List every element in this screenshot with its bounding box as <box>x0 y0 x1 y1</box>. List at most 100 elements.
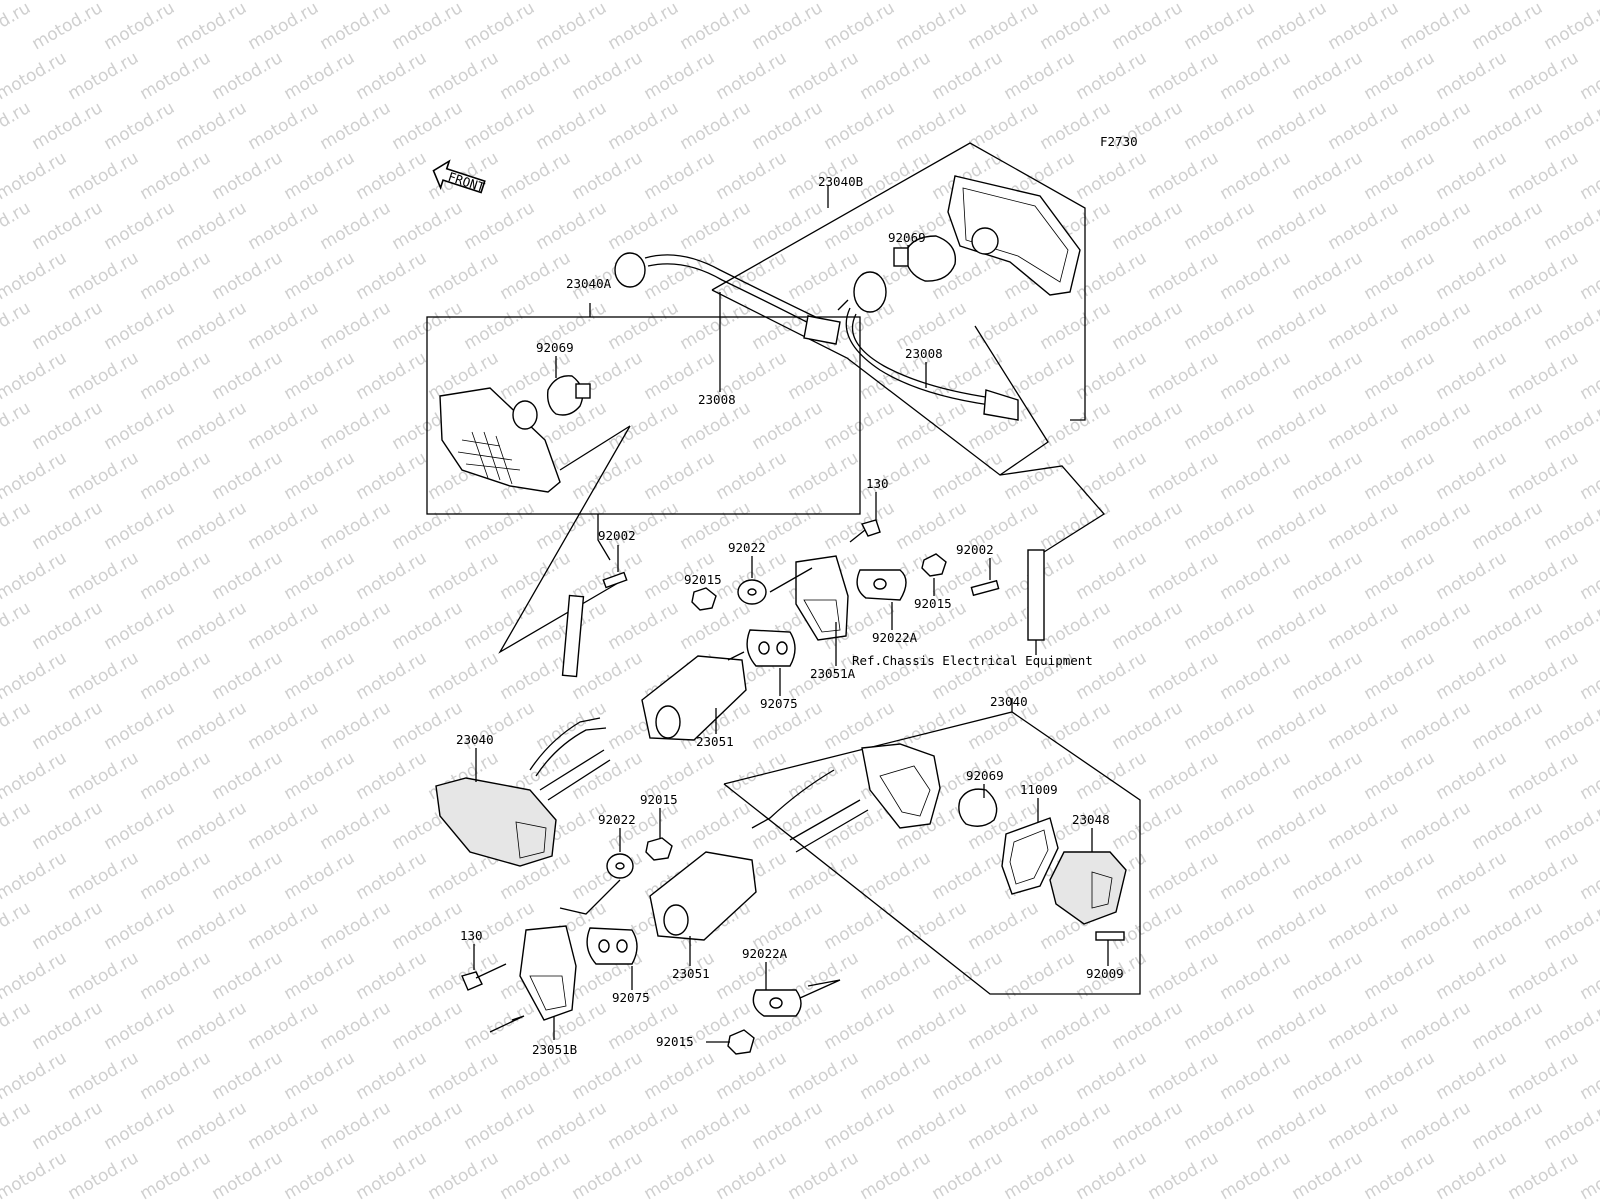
watermark-text: motod.ru <box>1361 148 1439 204</box>
watermark-text: motod.ru <box>1361 348 1439 404</box>
watermark-text: motod.ru <box>533 98 611 154</box>
watermark-text: motod.ru <box>1109 998 1187 1054</box>
watermark-text: motod.ru <box>1289 548 1367 604</box>
watermark-text: motod.ru <box>1469 598 1547 654</box>
watermark-text: motod.ru <box>209 848 287 904</box>
watermark-text: motod.ru <box>677 1098 755 1154</box>
watermark-text: motod.ru <box>533 1098 611 1154</box>
plate-92022A-low <box>752 989 802 1017</box>
watermark-text: motod.ru <box>1325 1098 1403 1154</box>
watermark-text: motod.ru <box>1361 248 1439 304</box>
watermark-text: motod.ru <box>1217 248 1295 304</box>
watermark-text: motod.ru <box>1073 248 1151 304</box>
watermark-text: motod.ru <box>569 1048 647 1104</box>
watermark-text: motod.ru <box>1145 248 1223 304</box>
watermark-text: motod.ru <box>1109 198 1187 254</box>
watermark-text: motod.ru <box>101 1098 179 1154</box>
watermark-text: motod.ru <box>1433 448 1511 504</box>
watermark-text: motod.ru <box>1469 998 1547 1054</box>
label-92015-mid: 92015 <box>684 572 722 587</box>
watermark-text: motod.ru <box>0 648 70 704</box>
watermark-text: motod.ru <box>785 1148 863 1200</box>
watermark-text: motod.ru <box>173 98 251 154</box>
watermark-text: motod.ru <box>1253 98 1331 154</box>
bulb-icon <box>546 375 591 416</box>
group-23040B <box>711 142 1086 476</box>
watermark-text: motod.ru <box>1289 1048 1367 1104</box>
watermark-text: motod.ru <box>101 398 179 454</box>
watermark-text: motod.ru <box>1541 798 1600 854</box>
watermark-text: motod.ru <box>1145 1148 1223 1200</box>
watermark-text: motod.ru <box>389 98 467 154</box>
watermark-text: motod.ru <box>173 298 251 354</box>
watermark-text: motod.ru <box>1253 1098 1331 1154</box>
watermark-text: motod.ru <box>1397 498 1475 554</box>
watermark-text: motod.ru <box>1325 998 1403 1054</box>
watermark-text: motod.ru <box>1577 1148 1600 1200</box>
watermark-text: motod.ru <box>1397 0 1475 54</box>
cover-23051-low <box>649 851 757 941</box>
watermark-text: motod.ru <box>1181 198 1259 254</box>
watermark-text: motod.ru <box>1181 1098 1259 1154</box>
watermark-text: motod.ru <box>1181 98 1259 154</box>
watermark-text: motod.ru <box>1145 348 1223 404</box>
socket-wire <box>837 271 1019 421</box>
label-23040-left: 23040 <box>456 732 494 747</box>
watermark-text: motod.ru <box>353 248 431 304</box>
watermark-text: motod.ru <box>173 398 251 454</box>
watermark-text: motod.ru <box>1289 48 1367 104</box>
watermark-text: motod.ru <box>281 248 359 304</box>
watermark-text: motod.ru <box>533 698 611 754</box>
watermark-text: motod.ru <box>0 0 70 4</box>
watermark-text: motod.ru <box>65 448 143 504</box>
watermark-text: motod.ru <box>929 848 1007 904</box>
watermark-text: motod.ru <box>1577 448 1600 504</box>
watermark-text: motod.ru <box>245 898 323 954</box>
watermark-text: motod.ru <box>1145 448 1223 504</box>
watermark-text: motod.ru <box>1577 548 1600 604</box>
bolt-130 <box>849 519 881 543</box>
watermark-text: motod.ru <box>1289 648 1367 704</box>
watermark-text: motod.ru <box>1577 248 1600 304</box>
watermark-text: motod.ru <box>65 1148 143 1200</box>
watermark-text: motod.ru <box>1469 498 1547 554</box>
watermark-text: motod.ru <box>389 198 467 254</box>
watermark-text: motod.ru <box>29 498 107 554</box>
watermark-text: motod.ru <box>605 598 683 654</box>
watermark-text: motod.ru <box>461 98 539 154</box>
watermark-text: motod.ru <box>353 548 431 604</box>
watermark-text: motod.ru <box>1397 298 1475 354</box>
label-23040A: 23040A <box>566 276 612 291</box>
watermark-text: motod.ru <box>1145 648 1223 704</box>
watermark-text: motod.ru <box>1217 648 1295 704</box>
watermark-text: motod.ru <box>1361 1148 1439 1200</box>
watermark-text: motod.ru <box>353 0 431 4</box>
watermark-text: motod.ru <box>1361 648 1439 704</box>
watermark-text: motod.ru <box>929 1148 1007 1200</box>
watermark-text: motod.ru <box>0 1048 70 1104</box>
watermark-text: motod.ru <box>749 0 827 54</box>
watermark-text: motod.ru <box>353 748 431 804</box>
watermark-text: motod.ru <box>209 0 287 4</box>
watermark-text: motod.ru <box>1397 998 1475 1054</box>
watermark-text: motod.ru <box>1217 848 1295 904</box>
watermark-text: motod.ru <box>245 398 323 454</box>
watermark-text: motod.ru <box>569 848 647 904</box>
watermark-text: motod.ru <box>1469 98 1547 154</box>
watermark-text: motod.ru <box>1109 798 1187 854</box>
watermark-text: motod.ru <box>929 448 1007 504</box>
watermark-text: motod.ru <box>1577 0 1600 4</box>
watermark-text: motod.ru <box>1289 448 1367 504</box>
label-23051-low: 23051 <box>672 966 710 981</box>
bracket-23051A <box>795 555 849 641</box>
watermark-text: motod.ru <box>137 248 215 304</box>
watermark-text: motod.ru <box>713 0 791 4</box>
watermark-text: motod.ru <box>713 448 791 504</box>
watermark-text: motod.ru <box>65 1048 143 1104</box>
watermark-text: motod.ru <box>1325 298 1403 354</box>
watermark-text: motod.ru <box>353 1148 431 1200</box>
watermark-text: motod.ru <box>677 798 755 854</box>
watermark-text: motod.ru <box>1577 648 1600 704</box>
watermark-text: motod.ru <box>1433 548 1511 604</box>
